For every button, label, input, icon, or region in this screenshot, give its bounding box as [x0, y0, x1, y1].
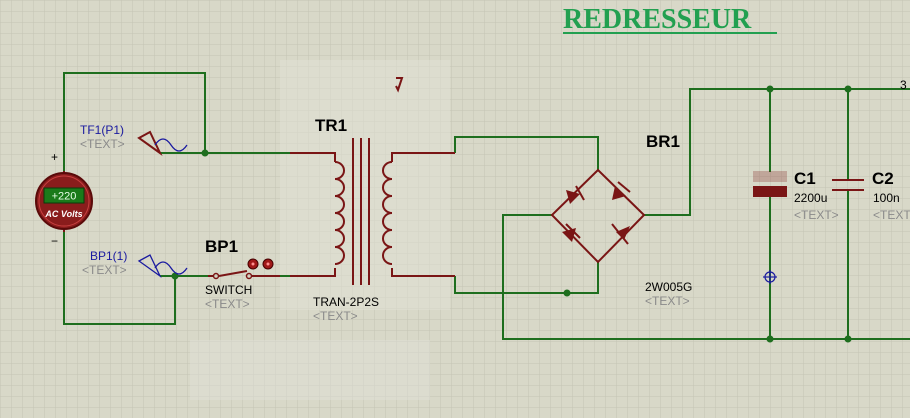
wire-sec-bottom	[454, 262, 599, 294]
diode-icon	[611, 223, 630, 245]
knob-highlight	[251, 262, 255, 266]
junctions	[171, 85, 852, 343]
knob-highlight	[266, 262, 270, 266]
meter-unit: AC Volts	[44, 209, 82, 219]
c1-plate-top	[753, 171, 787, 182]
meter-display	[43, 187, 85, 204]
diode-icon	[612, 181, 631, 200]
capacitor-c2[interactable]: C2 100n <TEXT>	[832, 169, 910, 222]
source-bottom-text: <TEXT>	[82, 263, 127, 277]
junction-dot	[201, 149, 209, 157]
secondary-lead-top	[391, 152, 455, 162]
junction-dot	[766, 85, 774, 93]
diode-icon	[562, 223, 581, 242]
meter-value: +220	[52, 191, 77, 203]
c1-value: 2200u	[794, 191, 827, 205]
wires	[63, 72, 910, 340]
bridge-value: 2W005G	[645, 280, 692, 294]
transformer-text: <TEXT>	[313, 309, 358, 323]
source-terminal-icon	[137, 130, 163, 157]
probe-marker-icon	[395, 77, 404, 93]
diode-icon	[566, 185, 585, 204]
switch-blade	[218, 270, 248, 277]
source-top-text: <TEXT>	[80, 137, 125, 151]
junction-dot	[844, 335, 852, 343]
transformer-highlight	[280, 60, 450, 310]
wire-top-left	[63, 72, 290, 171]
c1-text: <TEXT>	[794, 208, 839, 222]
c2-text: <TEXT>	[873, 208, 910, 222]
transformer-ref: TR1	[315, 116, 347, 135]
schematic-title: REDRESSEUR	[563, 4, 752, 35]
junction-dot	[766, 335, 774, 343]
wire-bottom-left	[63, 232, 208, 325]
source-top[interactable]: TF1(P1) <TEXT>	[80, 123, 188, 157]
switch-text: <TEXT>	[205, 297, 250, 311]
junction-dot	[563, 289, 571, 297]
ac-voltmeter[interactable]: +220 AC Volts + −	[35, 150, 93, 248]
primary-lead-top	[290, 152, 336, 162]
bridge-text: <TEXT>	[645, 294, 690, 308]
c2-ref: C2	[872, 169, 894, 188]
secondary-lead-bottom	[391, 268, 455, 277]
meter-minus-label: −	[51, 234, 58, 248]
wire-negative	[502, 214, 910, 340]
sine-wave-icon	[154, 261, 188, 275]
edge-net-label: 3	[900, 78, 907, 92]
c1-ref: C1	[794, 169, 816, 188]
bridge-rectifier-br1[interactable]: BR1 2W005G <TEXT>	[550, 132, 692, 308]
primary-lead-bottom	[290, 268, 336, 277]
bridge-ref: BR1	[646, 132, 680, 151]
switch-value: SWITCH	[205, 283, 252, 297]
meter-ring	[38, 175, 90, 227]
sine-wave-icon	[154, 138, 188, 152]
source-top-ref: TF1(P1)	[80, 123, 124, 137]
switch-bp1[interactable]: BP1 SWITCH <TEXT>	[205, 237, 280, 311]
wire-sec-top	[454, 136, 599, 170]
meter-plus-label: +	[51, 150, 58, 164]
source-terminal-icon	[137, 254, 162, 278]
junction-dot	[171, 272, 179, 280]
junction-dot	[844, 85, 852, 93]
switch-ref: BP1	[205, 237, 238, 256]
transformer-value: TRAN-2P2S	[313, 295, 379, 309]
c1-plate-bottom	[753, 186, 787, 197]
c2-value: 100n	[873, 191, 900, 205]
wire-positive	[644, 88, 910, 216]
switch-contact	[245, 272, 253, 280]
source-bottom[interactable]: BP1(1) <TEXT>	[82, 249, 188, 278]
capacitor-c1[interactable]: C1 2200u <TEXT>	[753, 169, 839, 284]
transformer-tr1[interactable]: TR1 TRAN-2P2S <TEXT>	[290, 116, 455, 323]
primary-coil	[334, 161, 345, 265]
secondary-coil	[382, 161, 393, 265]
source-bottom-ref: BP1(1)	[90, 249, 127, 263]
bridge-diamond	[550, 168, 646, 264]
canvas-highlight	[190, 340, 430, 400]
switch-contact	[212, 272, 220, 280]
